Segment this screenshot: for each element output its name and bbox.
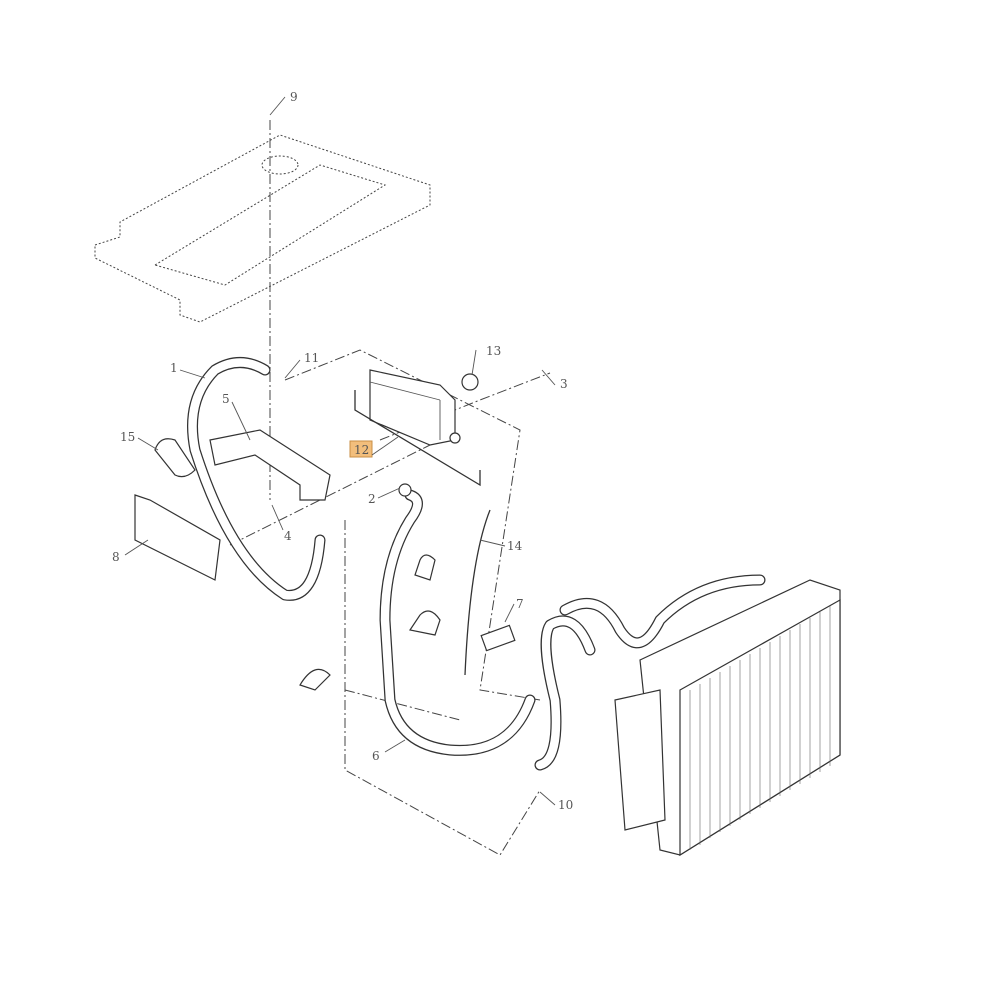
callout-7[interactable]: 7 <box>504 597 524 623</box>
highlight-box[interactable] <box>349 440 373 458</box>
expansion-tank <box>354 369 481 487</box>
svg-text:5: 5 <box>222 392 230 406</box>
assembly-lines <box>229 349 551 856</box>
svg-text:10: 10 <box>558 798 573 812</box>
callout-3[interactable]: 3 <box>541 369 568 391</box>
svg-text:8: 8 <box>112 550 120 564</box>
callout-15[interactable]: 15 <box>120 430 159 451</box>
callout-1[interactable]: 1 <box>170 361 206 379</box>
svg-text:13: 13 <box>486 344 501 358</box>
svg-text:12: 12 <box>354 443 369 457</box>
svg-text:7: 7 <box>516 597 524 611</box>
callout-5[interactable]: 5 <box>222 392 251 441</box>
radiator-hose <box>534 574 766 771</box>
callout-2[interactable]: 2 <box>368 487 401 506</box>
hose-6 <box>299 483 536 756</box>
floor-panel <box>94 120 431 500</box>
svg-text:14: 14 <box>507 539 523 553</box>
callout-4[interactable]: 4 <box>271 504 292 543</box>
callout-14[interactable]: 14 <box>479 539 523 553</box>
svg-text:2: 2 <box>368 492 376 506</box>
svg-text:15: 15 <box>120 430 135 444</box>
svg-text:6: 6 <box>372 749 380 763</box>
callout-9[interactable]: 9 <box>269 90 298 116</box>
callout-13[interactable]: 13 <box>471 344 501 376</box>
svg-text:4: 4 <box>284 529 292 543</box>
svg-text:11: 11 <box>304 351 319 365</box>
callout-12[interactable]: 12 <box>349 436 399 458</box>
radiator <box>614 579 841 857</box>
callout-8[interactable]: 8 <box>112 539 149 564</box>
svg-text:1: 1 <box>170 361 178 375</box>
svg-text:3: 3 <box>560 377 568 391</box>
svg-text:9: 9 <box>290 90 298 104</box>
callouts: 9 11 13 3 1 5 15 12 2 4 8 14 7 6 10 <box>112 90 573 812</box>
callout-6[interactable]: 6 <box>372 739 406 763</box>
callout-10[interactable]: 10 <box>539 791 573 812</box>
bracket-and-pipe <box>134 357 331 601</box>
callout-11[interactable]: 11 <box>284 351 319 379</box>
